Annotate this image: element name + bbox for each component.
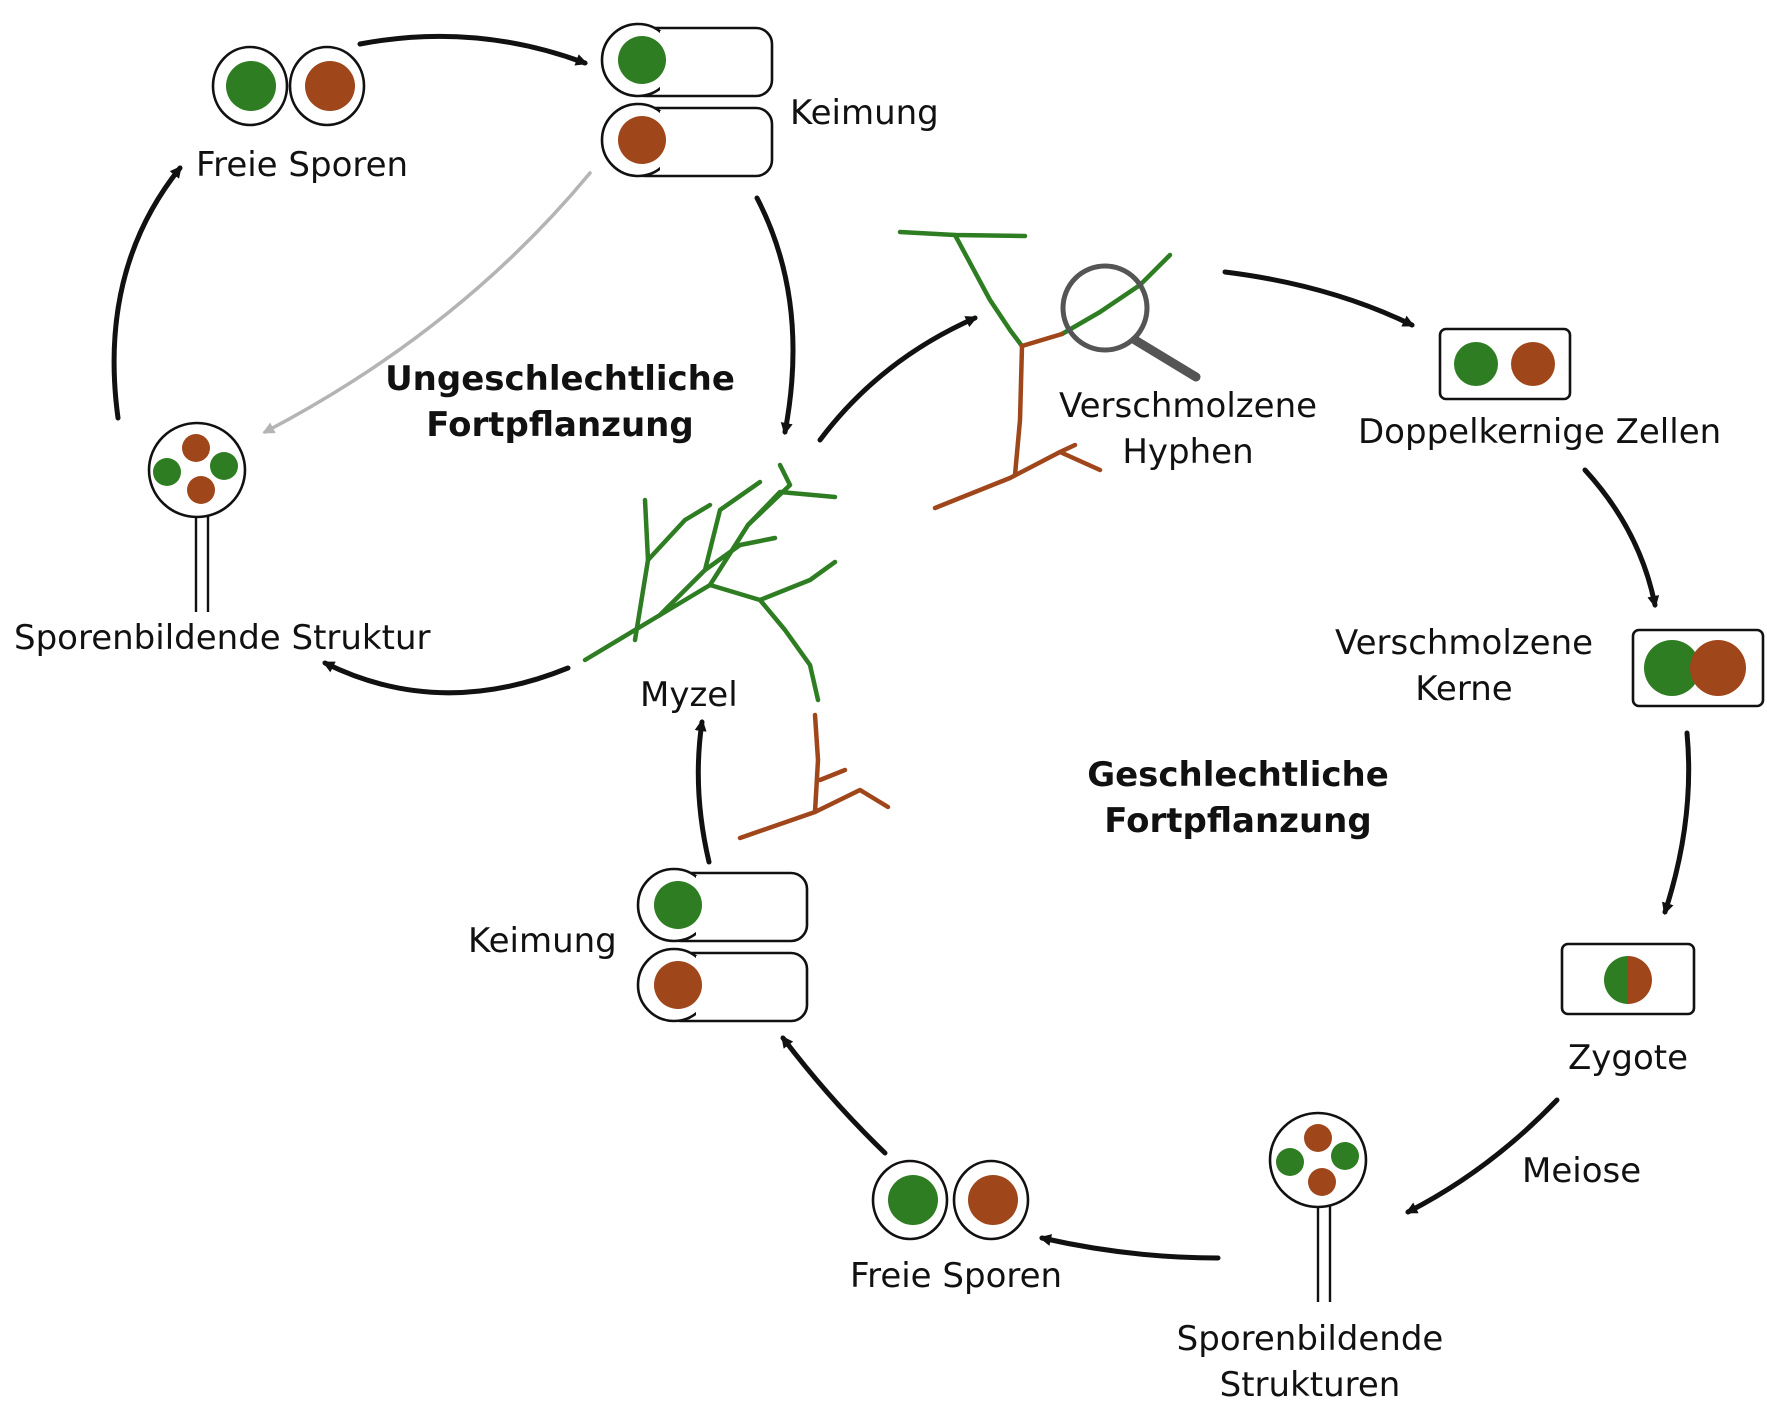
label-fused-nuclei-line-1: Verschmolzene	[1334, 623, 1594, 663]
label-zygote: Zygote	[1568, 1038, 1689, 1078]
arrow-fused-hyphae-to-dikaryotic	[1222, 269, 1415, 328]
sporangia-bottom	[1268, 1111, 1368, 1302]
label-dikaryotic-cells: Doppelkernige Zellen	[1358, 412, 1722, 452]
label-sporangia-bottom-line-1: Sporenbildende	[1176, 1319, 1444, 1359]
arrow-sporangia-to-free-spores-bottom	[1039, 1234, 1221, 1261]
arrow-germination-to-sporangium-light	[262, 171, 592, 434]
label-germination-bottom: Keimung	[468, 921, 617, 961]
label-fused-nuclei: Verschmolzene Kerne	[1335, 620, 1593, 712]
title-asexual-line-2: Fortpflanzung	[426, 405, 694, 445]
free-spores-bottom	[871, 1159, 1030, 1241]
label-fused-hyphae-line-2: Hyphen	[1122, 432, 1254, 472]
germinating-cell-icon	[600, 102, 774, 178]
arrow-zygote-to-sporangia	[1405, 1097, 1560, 1215]
arrow-mycelium-to-sporangium-left	[322, 660, 571, 696]
label-fused-hyphae-line-1: Verschmolzene	[1058, 386, 1318, 426]
germinating-cell-icon	[600, 22, 774, 98]
germination-bottom	[636, 867, 809, 1023]
label-free-spores-bottom: Freie Sporen	[850, 1256, 1063, 1296]
germinating-cell-icon	[636, 947, 809, 1023]
spore-icon	[211, 45, 289, 127]
fused-hyphae	[897, 229, 1201, 511]
mycelium-icon	[582, 462, 891, 841]
magnifying-glass-icon	[1060, 263, 1201, 382]
label-fused-nuclei-line-2: Kerne	[1415, 669, 1513, 709]
title-asexual-line-1: Ungeschlechtliche	[385, 359, 735, 399]
title-asexual-reproduction: Ungeschlechtliche Fortpflanzung	[385, 356, 735, 448]
dikaryotic-cell	[1438, 327, 1572, 401]
germination-top	[600, 22, 774, 178]
label-germination-top: Keimung	[790, 93, 939, 133]
spore-icon	[288, 45, 366, 127]
arrow-free-spores-to-germination-bottom	[780, 1035, 888, 1156]
arrow-spores-to-germination-top	[357, 33, 588, 66]
label-sporangium-left: Sporenbildende Struktur	[14, 618, 431, 658]
arrow-dikaryotic-to-fused-nuclei	[1582, 467, 1660, 608]
sporangium-icon	[147, 421, 247, 612]
label-meiosis: Meiose	[1522, 1151, 1642, 1191]
label-sporangia-bottom: Sporenbildende Strukturen	[1177, 1316, 1444, 1408]
arrow-mycelium-to-fused-hyphae	[817, 315, 978, 443]
arrow-sporangium-to-spores-top	[111, 165, 183, 421]
arrow-germination-to-mycelium	[754, 195, 796, 435]
sporangium-icon	[1268, 1111, 1368, 1302]
cycle-arrows	[111, 33, 1692, 1261]
sporangium-left	[147, 421, 247, 612]
title-sexual-line-2: Fortpflanzung	[1104, 801, 1372, 841]
arrow-germination-to-mycelium-bottom	[694, 719, 712, 865]
title-sexual-reproduction: Geschlechtliche Fortpflanzung	[1087, 752, 1389, 844]
zygote-cell	[1560, 942, 1696, 1016]
fused-nuclei-cell	[1631, 628, 1765, 708]
spore-icon	[871, 1159, 949, 1241]
germinating-cell-icon	[636, 867, 809, 943]
free-spores-top	[211, 45, 366, 127]
label-sporangia-bottom-line-2: Strukturen	[1219, 1365, 1401, 1405]
title-sexual-line-1: Geschlechtliche	[1087, 755, 1389, 795]
spore-icon	[952, 1159, 1030, 1241]
label-free-spores-top: Freie Sporen	[196, 145, 409, 185]
label-mycelium: Myzel	[640, 675, 738, 715]
arrow-fused-nuclei-to-zygote	[1662, 730, 1692, 915]
label-fused-hyphae: Verschmolzene Hyphen	[1059, 383, 1317, 475]
